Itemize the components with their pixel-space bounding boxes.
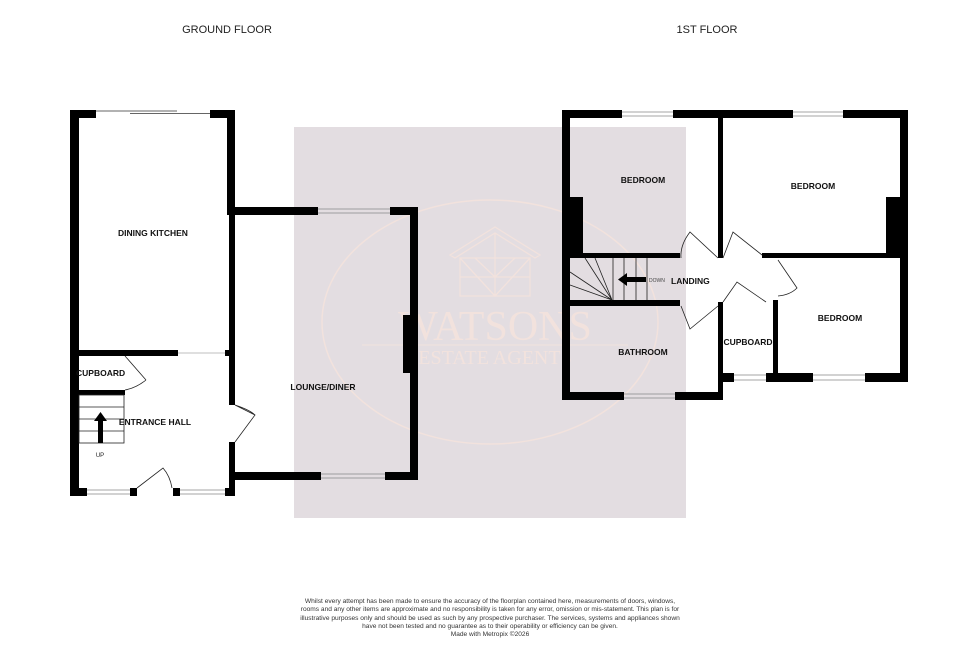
watermark-name: WATSONS bbox=[398, 304, 592, 350]
ground-floor-title: GROUND FLOOR bbox=[182, 24, 272, 36]
room-label-lounge-diner: LOUNGE/DINER bbox=[290, 382, 355, 392]
room-label-entrance-hall: ENTRANCE HALL bbox=[119, 417, 191, 427]
room-label-cupboard-first: CUPBOARD bbox=[723, 337, 772, 347]
ground-floor-plan: DINING KITCHEN CUPBOARD ENTRANCE HALL UP… bbox=[70, 110, 418, 496]
watermark-house-icon bbox=[448, 226, 542, 297]
watermark-background bbox=[294, 127, 686, 518]
room-label-bathroom: BATHROOM bbox=[618, 347, 667, 357]
watermark: WATSONS ESTATE AGENTS bbox=[294, 127, 686, 518]
stairs-down-label: DOWN bbox=[649, 278, 665, 284]
room-label-bedroom-3: BEDROOM bbox=[818, 313, 862, 323]
room-label-bedroom-1: BEDROOM bbox=[621, 175, 665, 185]
first-floor-plan: DOWN BEDROOM BEDROOM BEDROOM LANDING BAT… bbox=[562, 110, 908, 400]
first-doors bbox=[680, 231, 798, 330]
disclaimer-credit: Made with Metropix ©2026 bbox=[450, 631, 530, 639]
room-label-cupboard: CUPBOARD bbox=[76, 368, 125, 378]
ground-windows bbox=[87, 110, 390, 495]
ground-doors bbox=[124, 355, 256, 489]
disclaimer-text: Whilst every attempt has been made to en… bbox=[300, 598, 680, 630]
watermark-ellipse bbox=[321, 199, 659, 445]
up-arrow-icon bbox=[94, 412, 107, 443]
disclaimer: Whilst every attempt has been made to en… bbox=[300, 598, 680, 639]
stairs-up-label: UP bbox=[96, 453, 104, 459]
first-floor-title: 1ST FLOOR bbox=[677, 24, 738, 36]
watermark-tagline: ESTATE AGENTS bbox=[418, 347, 571, 369]
room-label-landing: LANDING bbox=[671, 276, 710, 286]
down-arrow-icon bbox=[618, 273, 646, 286]
first-windows bbox=[622, 111, 865, 399]
room-label-dining-kitchen: DINING KITCHEN bbox=[118, 228, 188, 238]
ground-walls bbox=[70, 110, 418, 496]
room-label-bedroom-2: BEDROOM bbox=[791, 181, 835, 191]
first-walls bbox=[562, 110, 908, 400]
